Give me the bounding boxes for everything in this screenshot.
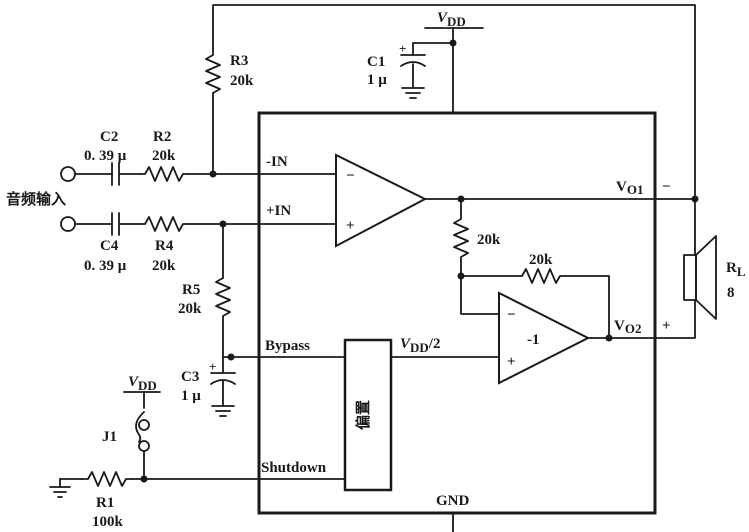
r4-name: R4 <box>155 238 174 254</box>
c4-name: C4 <box>100 238 119 254</box>
half-vdd-label: VDD/2 <box>400 336 440 355</box>
bias-label: 偏置 <box>354 400 372 430</box>
c1-value: 1 μ <box>367 72 387 88</box>
resistor-r3 <box>205 47 221 94</box>
audio-input-label: 音频输入 <box>6 190 66 208</box>
c3-value: 1 μ <box>181 388 201 404</box>
r1-name: R1 <box>96 495 114 511</box>
vo2-label: VO2 <box>614 318 641 336</box>
vo1-label: VO1 <box>616 179 643 197</box>
c3-plate-bottom <box>210 379 236 385</box>
r2-name: R2 <box>153 129 171 145</box>
speaker-body <box>683 254 697 301</box>
r3-value: 20k <box>230 73 254 89</box>
pin-shutdown: Shutdown <box>261 460 327 476</box>
pin-bypass: Bypass <box>265 338 310 354</box>
resistor-feedback-1 <box>453 213 469 263</box>
vo1-sign: − <box>662 179 671 195</box>
input-terminal-top <box>60 166 76 182</box>
r5-name: R5 <box>182 282 200 298</box>
wire-vdd-c1 <box>412 42 454 56</box>
j1-contact-top <box>138 419 150 431</box>
r4-value: 20k <box>152 258 176 274</box>
speaker-value: 8 <box>727 285 735 301</box>
amplifier-chip <box>257 111 657 515</box>
bias-block <box>343 338 393 492</box>
r1-value: 100k <box>92 514 124 530</box>
pin-gnd: GND <box>436 493 470 509</box>
j1-jumper <box>135 411 145 443</box>
speaker-name: RL <box>726 260 746 279</box>
resistor-r5 <box>215 271 231 323</box>
rf1-value: 20k <box>477 232 501 248</box>
c2-value: 0. 39 μ <box>84 148 127 164</box>
c3-plus: + <box>209 359 216 374</box>
j1-contact-bottom <box>138 440 150 452</box>
wire-top-feedback <box>212 4 696 200</box>
j1-name: J1 <box>102 429 117 445</box>
c1-plate-bottom <box>400 61 426 67</box>
r5-value: 20k <box>178 301 202 317</box>
resistor-r2 <box>139 166 189 182</box>
c1-name: C1 <box>367 54 385 70</box>
amp2-minus: − <box>507 307 516 323</box>
vo2-sign: + <box>662 318 671 334</box>
amplifier-2-inverter <box>498 291 591 385</box>
c3-name: C3 <box>181 369 199 385</box>
input-terminal-bottom <box>60 216 76 232</box>
amplifier-1 <box>335 153 428 248</box>
wire-rf2-vo2 <box>564 275 610 339</box>
amp1-minus: − <box>346 168 355 184</box>
vdd-j1-label: VDD <box>128 374 157 393</box>
r2-value: 20k <box>152 148 176 164</box>
r3-name: R3 <box>230 53 248 69</box>
node-bypass <box>227 353 235 361</box>
c4-value: 0. 39 μ <box>84 258 127 274</box>
amp2-plus: + <box>507 354 516 370</box>
speaker-cone <box>695 235 717 320</box>
amp2-gain: -1 <box>527 332 540 348</box>
resistor-feedback-2 <box>516 268 566 284</box>
rf2-value: 20k <box>529 252 553 268</box>
wire-vo2 <box>587 299 696 339</box>
node-neg-in <box>209 170 217 178</box>
pin-pos-in: +IN <box>266 203 291 219</box>
vdd-top-label: VDD <box>437 10 466 29</box>
wire-rf1-amp2 <box>460 261 500 315</box>
c2-name: C2 <box>100 129 118 145</box>
amp1-plus: + <box>346 218 355 234</box>
resistor-r1 <box>81 471 133 487</box>
node-vo2 <box>605 334 613 342</box>
c1-plus: + <box>399 41 406 56</box>
resistor-r4 <box>139 216 189 232</box>
node-shutdown <box>140 475 148 483</box>
pin-neg-in: -IN <box>266 154 288 170</box>
